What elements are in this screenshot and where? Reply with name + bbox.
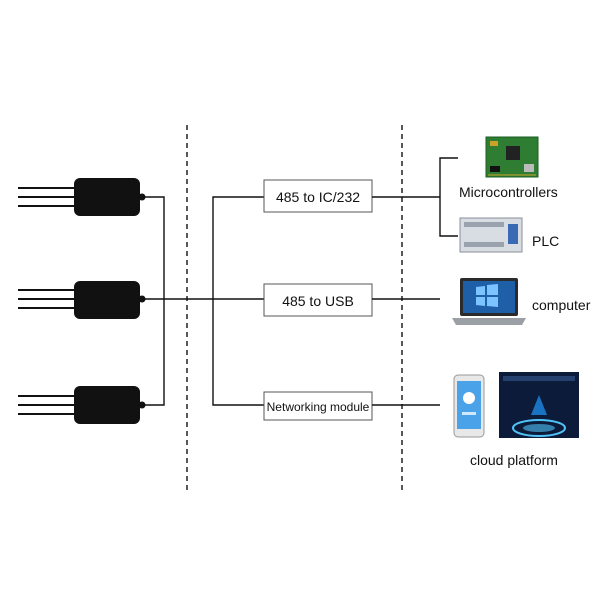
converter-bus-wiring xyxy=(212,196,264,406)
converter-485-to-usb: 485 to USB xyxy=(263,283,373,317)
cloud-dashboard-icon xyxy=(499,372,579,438)
microcontrollers-label: Microcontrollers xyxy=(459,184,558,200)
converter-networking-module: Networking module xyxy=(263,391,373,421)
circuit-board-icon xyxy=(485,136,539,178)
sensor-3 xyxy=(18,386,146,424)
soil-sensor-probe-icon xyxy=(18,281,146,319)
laptop-icon xyxy=(452,278,526,325)
sensor-bus-wiring xyxy=(142,196,264,406)
cloud-platform-label: cloud platform xyxy=(470,452,558,468)
soil-sensor-probe-icon xyxy=(18,178,146,216)
plc-unit-icon xyxy=(459,217,523,253)
converter-usb-label: 485 to USB xyxy=(282,293,354,309)
sensor-1 xyxy=(18,178,146,216)
converter-485-to-ic232: 485 to IC/232 xyxy=(263,179,373,213)
sensor-2 xyxy=(18,281,146,319)
converter-ic232-label: 485 to IC/232 xyxy=(276,189,360,205)
computer-label: computer xyxy=(532,297,591,313)
converter-network-label: Networking module xyxy=(267,400,370,414)
smartphone-icon xyxy=(453,374,485,438)
soil-sensor-probe-icon xyxy=(18,386,146,424)
plc-label: PLC xyxy=(532,233,559,249)
output-wiring xyxy=(372,157,458,406)
